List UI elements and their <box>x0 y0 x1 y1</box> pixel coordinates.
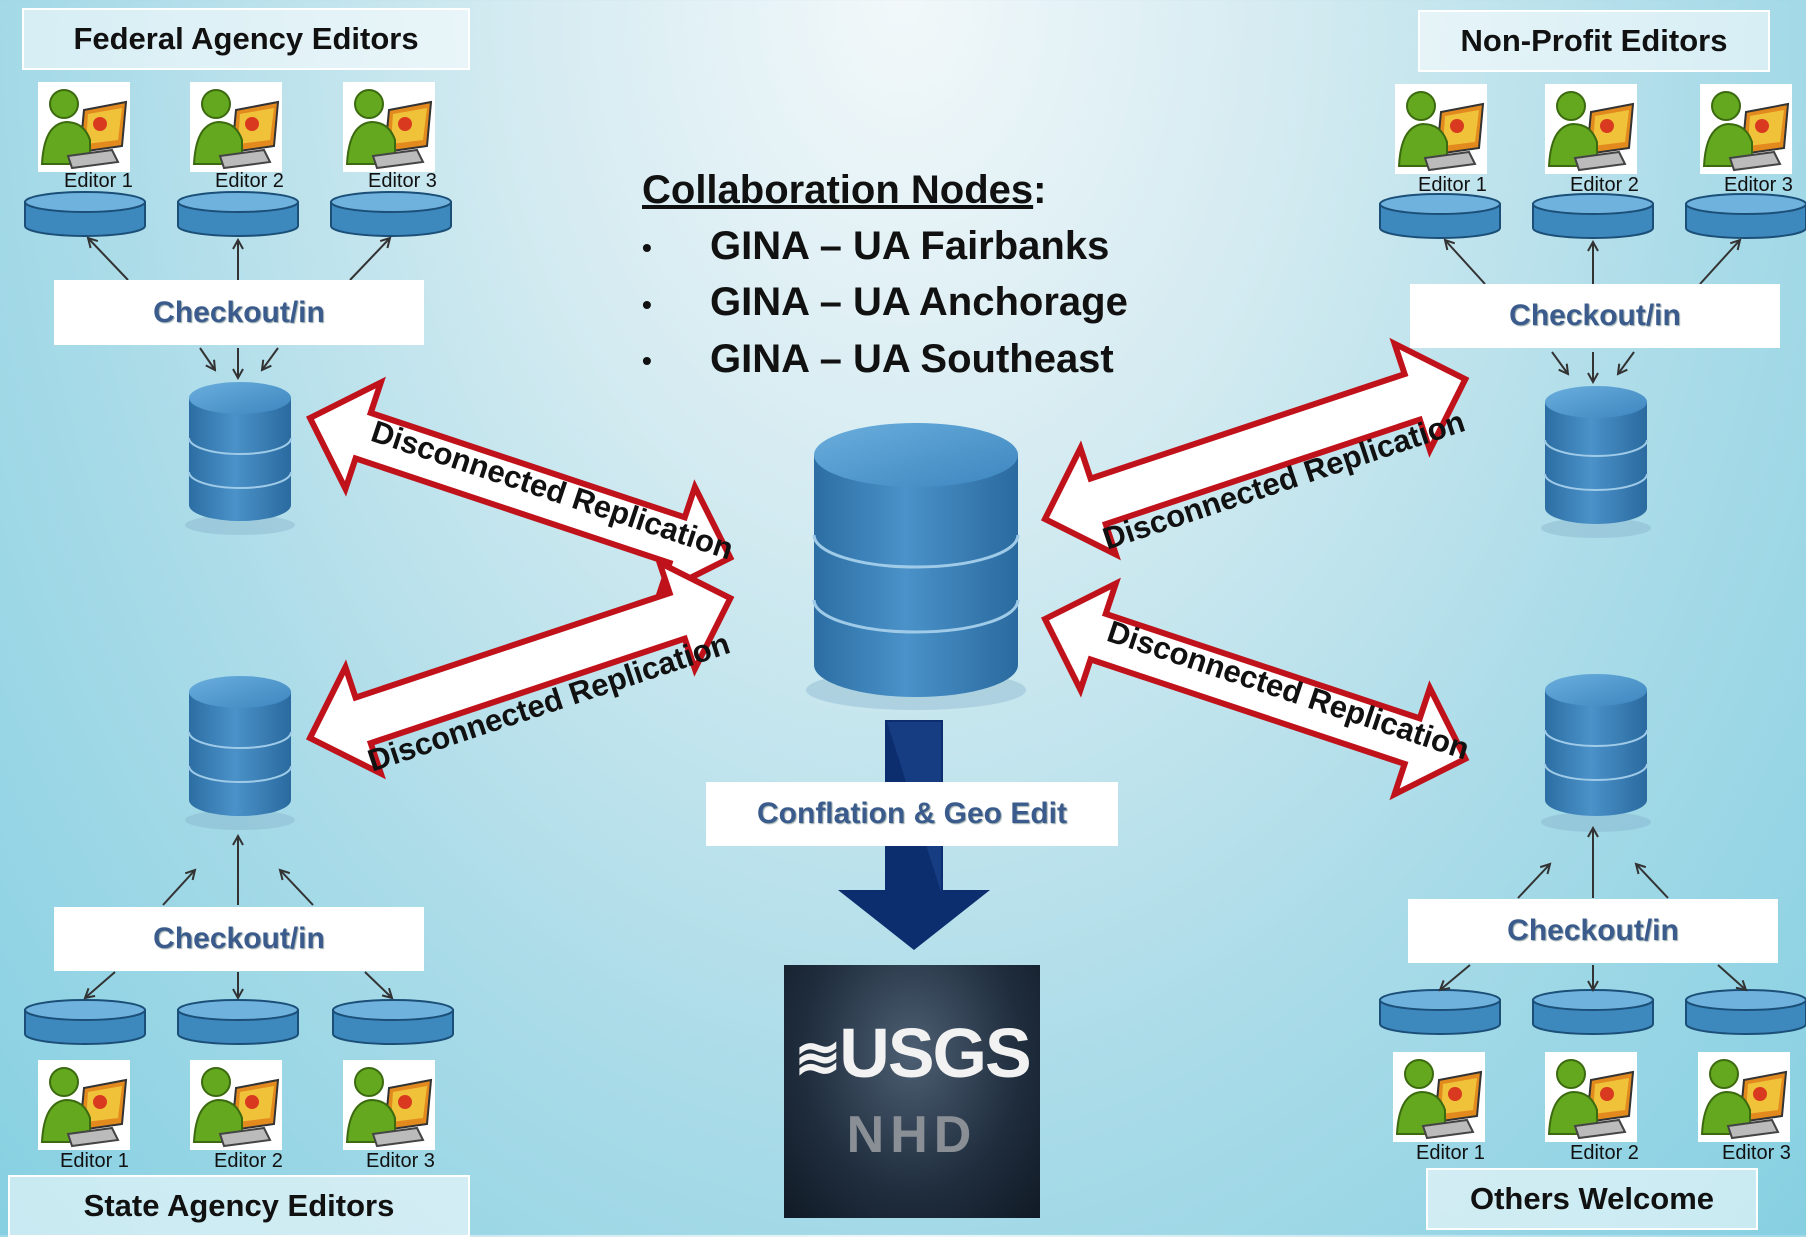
editor-person-icon <box>1545 1052 1637 1142</box>
replication-arrow-bottom-left <box>305 556 735 780</box>
replication-label: Disconnected Replication <box>1103 614 1474 767</box>
collaboration-node-item: •GINA – UA Anchorage <box>642 280 1128 325</box>
editor-person-icon <box>190 82 282 172</box>
editor-icons <box>38 82 1792 1150</box>
editor-person-icon <box>1700 84 1792 174</box>
editor-label: Editor 2 <box>215 170 284 192</box>
nhd-text: NHD <box>846 1106 978 1164</box>
editor-label: Editor 1 <box>1418 174 1487 196</box>
central-database-icon <box>806 423 1026 710</box>
collaboration-node-item: •GINA – UA Fairbanks <box>642 224 1110 268</box>
editor-person-icon <box>38 1060 130 1150</box>
editor-label: Editor 1 <box>64 170 133 192</box>
editor-person-icon <box>38 82 130 172</box>
editor-person-icon <box>1545 84 1637 174</box>
collaboration-node-item: •GINA – UA Southeast <box>642 336 1114 381</box>
editor-label: Editor 3 <box>1722 1142 1791 1164</box>
editor-label: Editor 3 <box>368 170 437 192</box>
collaboration-nodes: Collaboration Nodes: •GINA – UA Fairbank… <box>642 168 1128 388</box>
node-label: GINA – UA Anchorage <box>710 280 1128 325</box>
usgs-nhd-logo: ≋USGS NHD <box>784 965 1040 1218</box>
editor-label: Editor 2 <box>214 1150 283 1172</box>
replication-arrow-bottom-right <box>1040 577 1470 801</box>
editor-label: Editor 2 <box>1570 1142 1639 1164</box>
node-database-icon <box>1541 386 1651 538</box>
checkout-connectors <box>85 238 1746 998</box>
collaboration-title: Collaboration Nodes <box>642 168 1034 212</box>
collaboration-colon: : <box>1033 168 1047 212</box>
group-title-nonprofit: Non-Profit Editors <box>1418 10 1770 72</box>
editor-label: Editor 3 <box>366 1150 435 1172</box>
group-title-others: Others Welcome <box>1426 1168 1758 1230</box>
editor-person-icon <box>343 82 435 172</box>
editor-label: Editor 1 <box>1416 1142 1485 1164</box>
editor-disc-group <box>24 191 1806 1045</box>
checkout-box-others: Checkout/in <box>1408 899 1778 963</box>
checkout-box-nonprofit: Checkout/in <box>1410 284 1780 348</box>
editor-person-icon <box>1395 84 1487 174</box>
editor-person-icon <box>1393 1052 1485 1142</box>
replication-label: Disconnected Replication <box>367 414 738 567</box>
node-database-icon <box>185 382 295 535</box>
node-label: GINA – UA Fairbanks <box>710 224 1110 268</box>
editor-person-icon <box>1698 1052 1790 1142</box>
editor-label: Editor 1 <box>60 1150 129 1172</box>
node-database-icon <box>1541 674 1651 832</box>
editor-label: Editor 3 <box>1724 174 1793 196</box>
checkout-box-state: Checkout/in <box>54 907 424 971</box>
node-label: GINA – UA Southeast <box>710 336 1114 381</box>
usgs-text: USGS <box>839 1014 1031 1092</box>
group-title-state: State Agency Editors <box>8 1175 470 1237</box>
editor-person-icon <box>190 1060 282 1150</box>
editor-label: Editor 2 <box>1570 174 1639 196</box>
usgs-wave-icon: ≋ <box>794 1026 841 1089</box>
checkout-box-federal: Checkout/in <box>54 280 424 345</box>
group-title-federal: Federal Agency Editors <box>22 8 470 70</box>
replication-arrow-top-right <box>1040 337 1470 561</box>
node-database-icon <box>185 676 295 830</box>
replication-arrow-top-left <box>305 376 735 600</box>
conflation-box: Conflation & Geo Edit <box>706 782 1118 846</box>
editor-person-icon <box>343 1060 435 1150</box>
